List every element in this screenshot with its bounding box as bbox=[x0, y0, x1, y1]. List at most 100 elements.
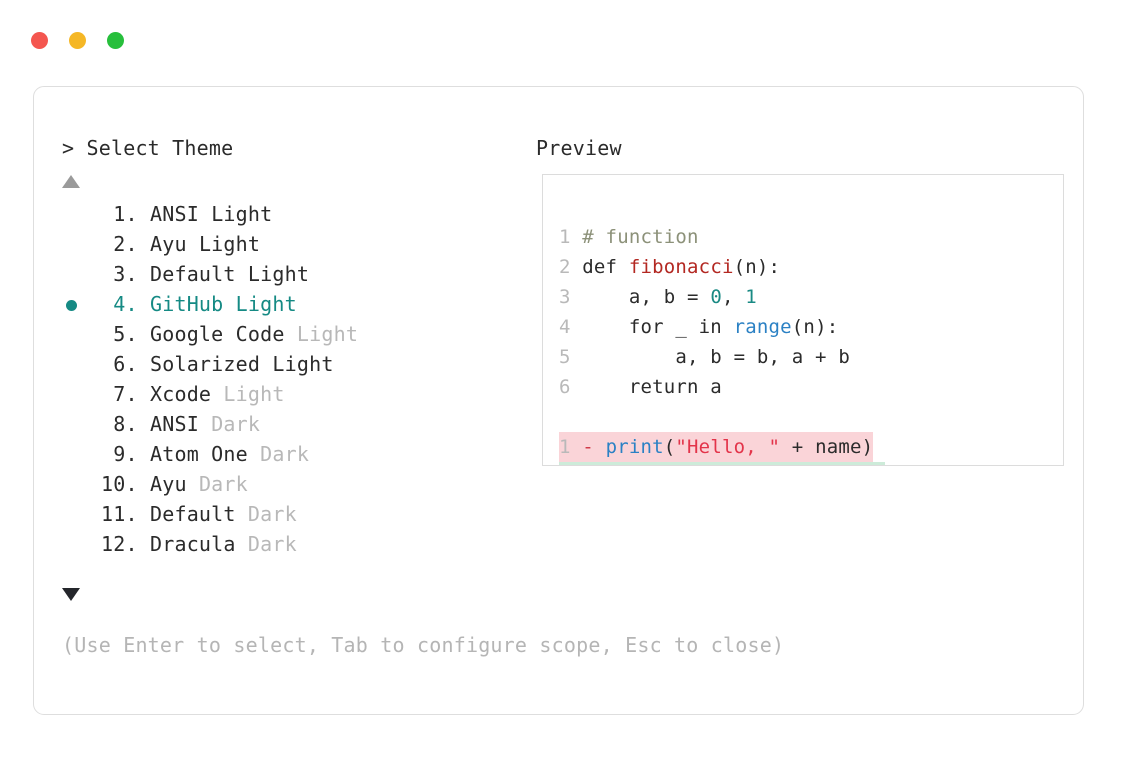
theme-item-name: Dracula bbox=[149, 532, 248, 556]
code-line: 4 for _ in range(n): bbox=[559, 312, 885, 342]
theme-list-item[interactable]: 10. Ayu Dark bbox=[62, 469, 492, 499]
code-token: # function bbox=[582, 226, 699, 248]
code-line-number: 3 bbox=[559, 286, 583, 308]
theme-picker-panel: > Select Theme Preview 1. ANSI Light 2. … bbox=[33, 86, 1084, 715]
code-line: 3 a, b = 0, 1 bbox=[559, 282, 885, 312]
theme-item-variant: Light bbox=[272, 352, 334, 376]
theme-list-item[interactable]: 6. Solarized Light bbox=[62, 349, 492, 379]
theme-item-index: 9. bbox=[101, 442, 150, 466]
theme-item-index: 4. bbox=[101, 292, 150, 316]
diff-removed-line: 1 - print("Hello, " + name) bbox=[559, 432, 874, 462]
theme-item-text: 3. Default Light bbox=[62, 259, 309, 289]
code-token: "Hello, " bbox=[675, 436, 781, 458]
theme-list-item[interactable]: 9. Atom One Dark bbox=[62, 439, 492, 469]
diff-line-row: 1 + print(f"Hello, {name}!") bbox=[559, 462, 885, 465]
theme-list-item[interactable]: 12. Dracula Dark bbox=[62, 529, 492, 559]
theme-item-index: 2. bbox=[101, 232, 150, 256]
code-token: (n): bbox=[733, 256, 781, 278]
theme-item-index: 7. bbox=[101, 382, 150, 406]
theme-item-text: 11. Default Dark bbox=[62, 499, 297, 529]
window-controls bbox=[31, 32, 124, 49]
diff-line-row: 1 - print("Hello, " + name) bbox=[559, 432, 885, 462]
theme-item-index: 6. bbox=[101, 352, 150, 376]
code-line-number: 6 bbox=[559, 376, 583, 398]
theme-item-text: 12. Dracula Dark bbox=[62, 529, 297, 559]
theme-item-index: 3. bbox=[101, 262, 150, 286]
diff-line-number: 1 bbox=[559, 436, 583, 458]
theme-item-text: 4. GitHub Light bbox=[62, 289, 297, 319]
code-token: fibonacci bbox=[628, 256, 734, 278]
theme-item-name: GitHub bbox=[149, 292, 236, 316]
theme-item-text: 10. Ayu Dark bbox=[62, 469, 248, 499]
code-token: return a bbox=[582, 376, 722, 398]
theme-item-text: 2. Ayu Light bbox=[62, 229, 260, 259]
code-token: range bbox=[733, 316, 792, 338]
theme-item-name: Ayu bbox=[149, 232, 199, 256]
preview-label: Preview bbox=[536, 136, 622, 160]
theme-item-name: Default bbox=[149, 502, 248, 526]
theme-item-text: 5. Google Code Light bbox=[62, 319, 358, 349]
diff-marker: - bbox=[582, 436, 606, 458]
code-line-number: 1 bbox=[559, 226, 583, 248]
theme-item-text: 8. ANSI Dark bbox=[62, 409, 260, 439]
code-token: print bbox=[605, 436, 664, 458]
code-spacer bbox=[559, 402, 885, 432]
code-line: 6 return a bbox=[559, 372, 885, 402]
code-token: (n): bbox=[791, 316, 839, 338]
theme-item-index: 1. bbox=[101, 202, 150, 226]
scroll-down-icon[interactable] bbox=[62, 588, 80, 601]
theme-item-variant: Dark bbox=[260, 442, 310, 466]
theme-list-item[interactable]: 8. ANSI Dark bbox=[62, 409, 492, 439]
theme-item-variant: Light bbox=[247, 262, 310, 286]
theme-list: 1. ANSI Light 2. Ayu Light 3. Default Li… bbox=[62, 199, 492, 559]
theme-list-item[interactable]: 11. Default Dark bbox=[62, 499, 492, 529]
code-token: 1 bbox=[745, 286, 757, 308]
code-line: 1 # function bbox=[559, 222, 885, 252]
theme-item-index: 11. bbox=[101, 502, 150, 526]
theme-item-variant: Light bbox=[198, 232, 261, 256]
code-line: 2 def fibonacci(n): bbox=[559, 252, 885, 282]
theme-item-name: ANSI bbox=[149, 412, 212, 436]
theme-item-index: 10. bbox=[101, 472, 150, 496]
close-button[interactable] bbox=[31, 32, 48, 49]
diff-added-line: 1 + print(f"Hello, {name}!") bbox=[559, 462, 885, 465]
theme-list-item[interactable]: 2. Ayu Light bbox=[62, 229, 492, 259]
code-line-number: 2 bbox=[559, 256, 583, 278]
scroll-up-icon[interactable] bbox=[62, 175, 80, 188]
theme-item-name: Default bbox=[149, 262, 248, 286]
theme-list-item[interactable]: 1. ANSI Light bbox=[62, 199, 492, 229]
theme-item-text: 1. ANSI Light bbox=[62, 199, 272, 229]
theme-item-variant: Dark bbox=[247, 532, 297, 556]
minimize-button[interactable] bbox=[69, 32, 86, 49]
maximize-button[interactable] bbox=[107, 32, 124, 49]
theme-item-name: Solarized bbox=[149, 352, 273, 376]
theme-item-text: 7. Xcode Light bbox=[62, 379, 285, 409]
theme-item-text: 6. Solarized Light bbox=[62, 349, 334, 379]
code-token: 0 bbox=[710, 286, 722, 308]
theme-list-item[interactable]: 3. Default Light bbox=[62, 259, 492, 289]
code-line: 5 a, b = b, a + b bbox=[559, 342, 885, 372]
code-token: a, b = bbox=[582, 286, 711, 308]
theme-item-name: Ayu bbox=[149, 472, 199, 496]
theme-item-text: 9. Atom One Dark bbox=[62, 439, 309, 469]
theme-item-name: Atom One bbox=[149, 442, 261, 466]
theme-item-index: 8. bbox=[101, 412, 150, 436]
code-token: , bbox=[721, 286, 746, 308]
theme-item-variant: Dark bbox=[198, 472, 248, 496]
theme-item-variant: Light bbox=[211, 202, 273, 226]
keyboard-hint: (Use Enter to select, Tab to configure s… bbox=[62, 633, 785, 657]
theme-list-item[interactable]: 5. Google Code Light bbox=[62, 319, 492, 349]
theme-item-index: 12. bbox=[101, 532, 150, 556]
theme-list-item[interactable]: 7. Xcode Light bbox=[62, 379, 492, 409]
code-token: a, b = b, a + b bbox=[582, 346, 850, 368]
page-title: > Select Theme bbox=[62, 136, 234, 160]
theme-item-variant: Light bbox=[296, 322, 359, 346]
code-token: + name) bbox=[780, 436, 874, 458]
code-line-number: 4 bbox=[559, 316, 583, 338]
theme-list-item[interactable]: 4. GitHub Light bbox=[62, 289, 492, 319]
theme-item-name: Xcode bbox=[149, 382, 224, 406]
theme-item-variant: Dark bbox=[247, 502, 297, 526]
